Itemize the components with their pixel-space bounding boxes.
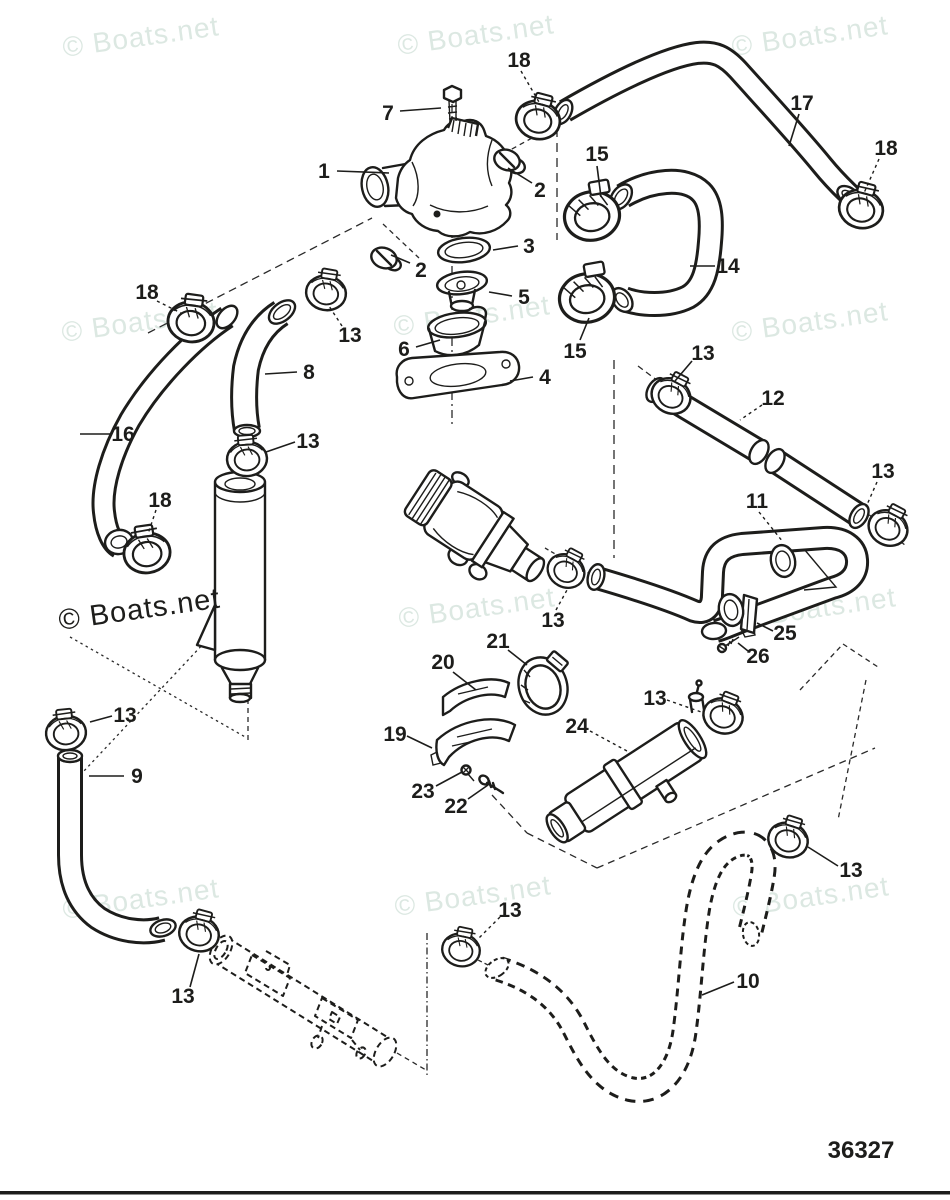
part-label-19: 19 — [383, 723, 406, 746]
clamp-21 — [517, 650, 569, 716]
part-label-1: 1 — [318, 160, 330, 183]
part-label-10: 10 — [736, 970, 759, 993]
clamp-15-top — [557, 176, 625, 247]
part-label-26: 26 — [746, 645, 769, 668]
part-label-13-hose10-top: 13 — [839, 859, 862, 882]
watermark-dark: © Boats.net — [57, 583, 223, 637]
clamp-18-mid-left — [118, 521, 175, 578]
part-label-18-right: 18 — [874, 137, 898, 160]
watermark: © Boats.net — [397, 581, 557, 634]
part-label-5: 5 — [518, 286, 530, 309]
clamp-15-bottom — [552, 258, 620, 329]
screw-23 — [460, 764, 475, 782]
hose-9 — [56, 748, 177, 945]
screw-26 — [716, 636, 740, 654]
part-label-4: 4 — [539, 366, 551, 389]
shell-19 — [430, 718, 517, 767]
shell-20 — [441, 678, 511, 717]
part-label-14: 14 — [716, 255, 740, 278]
grommet-25 — [717, 592, 759, 638]
plug-2-left — [370, 246, 402, 272]
watermark: © Boats.net — [730, 295, 890, 348]
clamp-13-hose8-bottom — [224, 432, 270, 479]
part-label-13-pipe12-right: 13 — [871, 460, 894, 483]
footer-rule — [0, 1191, 950, 1195]
clamp-18-top — [510, 87, 568, 146]
thermostat-housing — [360, 116, 513, 238]
hose-16 — [91, 304, 239, 558]
muffler-24 — [545, 679, 708, 844]
clamp-13-pipe12-right — [861, 496, 918, 554]
check-valve-assembly — [403, 469, 546, 583]
part-label-13-check-valve: 13 — [541, 609, 564, 632]
watermark: © Boats.net — [61, 10, 221, 63]
clamp-13-muffler — [696, 685, 752, 741]
part-label-9: 9 — [131, 765, 143, 788]
part-label-24: 24 — [565, 715, 589, 738]
drawing-number: 36327 — [828, 1137, 895, 1164]
part-label-3: 3 — [523, 235, 535, 258]
watermark: © Boats.net — [396, 8, 556, 61]
part-label-2-left: 2 — [415, 259, 427, 282]
hose-grommet-ring — [769, 543, 797, 579]
hose-11 — [586, 525, 870, 643]
part-label-6: 6 — [398, 338, 410, 361]
part-label-13-pipe12-left: 13 — [691, 342, 714, 365]
gasket-4 — [395, 350, 521, 400]
part-label-20: 20 — [431, 651, 454, 674]
part-label-18-top: 18 — [507, 49, 531, 72]
part-label-13-muffler: 13 — [643, 687, 666, 710]
part-label-2-right: 2 — [534, 179, 546, 202]
part-label-15-top: 15 — [585, 143, 609, 166]
part-label-13-hose9-top: 13 — [113, 704, 136, 727]
bolt-22 — [478, 774, 505, 795]
hose-10-phantom — [484, 830, 777, 1103]
hose-8 — [230, 299, 297, 439]
watermark: © Boats.net — [393, 869, 553, 922]
part-label-22: 22 — [444, 795, 467, 818]
clamp-13-hose9-top — [42, 706, 89, 754]
part-label-21: 21 — [486, 630, 510, 653]
part-label-16: 16 — [111, 423, 134, 446]
part-label-7: 7 — [382, 102, 394, 125]
screw-7 — [442, 84, 463, 123]
leader-lines — [80, 70, 880, 996]
part-label-13-hose8-bottom: 13 — [296, 430, 319, 453]
part-label-11: 11 — [746, 490, 769, 513]
part-label-12: 12 — [761, 387, 784, 410]
gasket-3 — [436, 236, 492, 264]
part-label-23: 23 — [411, 780, 434, 803]
part-label-15-bottom: 15 — [563, 340, 587, 363]
thermostat-5 — [435, 270, 489, 313]
part-label-18-upper-left: 18 — [135, 281, 159, 304]
clamp-13-hose8-top — [302, 264, 352, 315]
hose-14 — [608, 168, 724, 317]
part-label-8: 8 — [303, 361, 315, 384]
part-label-13-hose10-left: 13 — [498, 899, 521, 922]
part-callouts: 1 2 2 3 4 5 6 7 8 9 10 11 12 13 13 13 13… — [111, 49, 898, 1008]
part-label-18-mid-left: 18 — [148, 489, 172, 512]
part-label-25: 25 — [773, 622, 797, 645]
part-label-17: 17 — [790, 92, 813, 115]
part-label-13-hose9-bottom: 13 — [171, 985, 194, 1008]
part-label-13-hose8-top: 13 — [338, 324, 361, 347]
phantom-pipe-assembly — [208, 934, 398, 1068]
water-tube-cylinder — [195, 470, 267, 704]
clamp-13-hose10-left — [437, 922, 486, 971]
cylinder-fin — [195, 603, 217, 652]
watermark: © Boats.net — [730, 9, 890, 62]
